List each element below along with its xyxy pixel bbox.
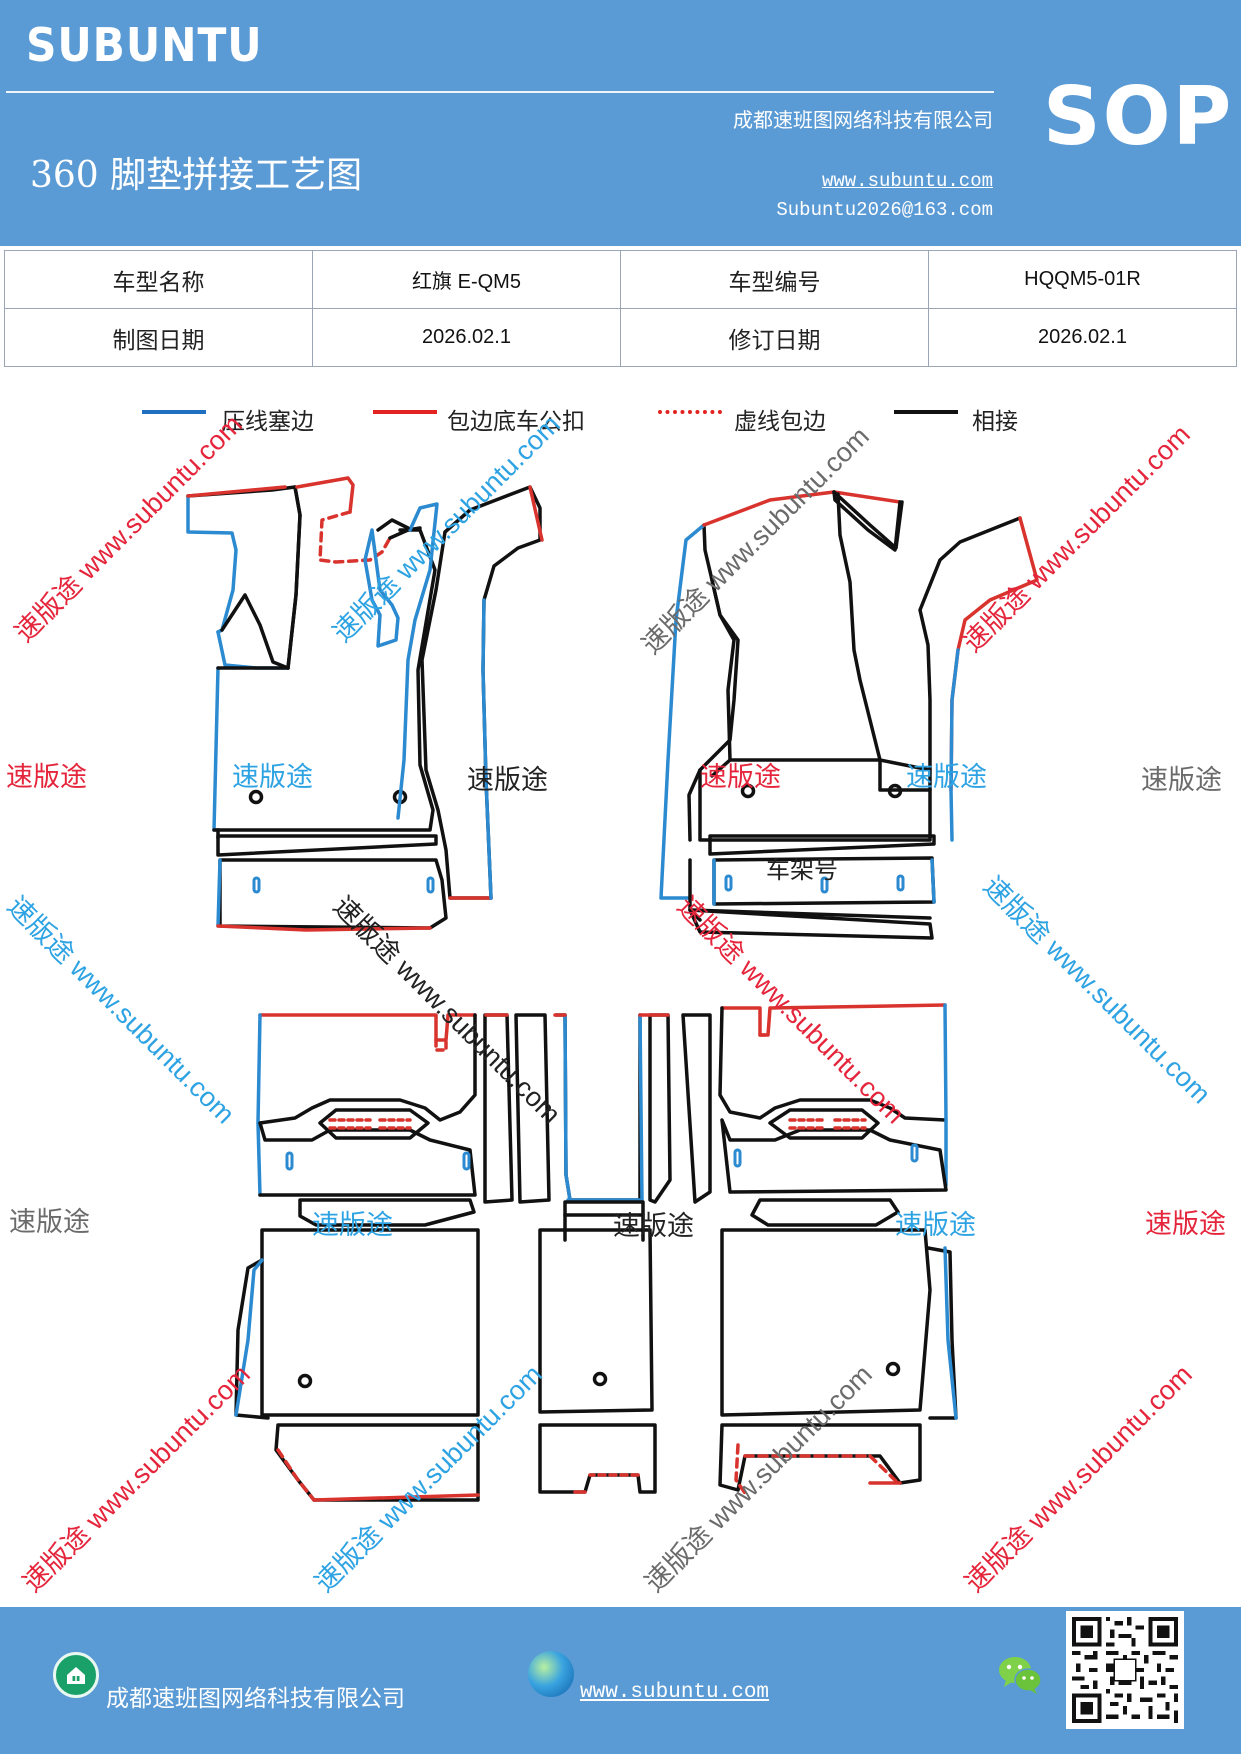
model-code-label: 车型编号 [620, 250, 929, 309]
globe-icon [528, 1651, 574, 1697]
legend-swatch-blue [142, 410, 206, 414]
vehicle-info-table: 车型名称 红旗 E-QM5 车型编号 HQQM5-01R 制图日期 2026.0… [4, 250, 1237, 367]
mat-center-tunnel [483, 1013, 712, 1494]
header-banner: SUBUNTU 成都速班图网络科技有限公司 360 脚垫拼接工艺图 www.su… [0, 0, 1241, 246]
model-name-value: 红旗 E-QM5 [312, 250, 621, 309]
mat-left-door-strip [363, 485, 544, 900]
footer-company-name: 成都速班图网络科技有限公司 [106, 1686, 405, 1712]
header-website-link[interactable]: www.subuntu.com [821, 170, 993, 192]
line-legend: 压线塞边 包边底车公扣 虚线包边 相接 [0, 400, 1241, 440]
footer-website-link[interactable]: www.subuntu.com [580, 1681, 770, 1704]
legend-label: 虚线包边 [734, 409, 826, 435]
draw-date-label: 制图日期 [4, 308, 313, 367]
qr-code[interactable] [1066, 1611, 1184, 1729]
mat-rear-right [718, 1003, 958, 1495]
mat-front-right [659, 490, 1039, 940]
header-company-name: 成都速班图网络科技有限公司 [733, 108, 993, 132]
model-name-label: 车型名称 [4, 250, 313, 309]
header-divider [6, 91, 994, 93]
header-email: Subuntu2026@163.com [776, 199, 993, 221]
mat-front-left [186, 476, 448, 932]
revise-date-value: 2026.02.1 [928, 308, 1237, 367]
draw-date-value: 2026.02.1 [312, 308, 621, 367]
info-row-1: 车型名称 红旗 E-QM5 车型编号 HQQM5-01R [4, 250, 1237, 309]
info-row-2: 制图日期 2026.02.1 修订日期 2026.02.1 [4, 308, 1237, 367]
revise-date-label: 修订日期 [620, 308, 929, 367]
legend-swatch-black [894, 410, 958, 414]
mat-rear-left [234, 1013, 480, 1502]
brand-logo-text: SUBUNTU [26, 18, 263, 72]
model-code-value: HQQM5-01R [928, 250, 1237, 309]
wechat-icon [999, 1657, 1042, 1694]
floor-mat-diagram: 车架号 [186, 476, 1039, 1502]
legend-swatch-red [373, 410, 437, 414]
legend-label: 相接 [972, 409, 1018, 435]
home-icon [53, 1652, 99, 1698]
legend-swatch-red-dashed [658, 410, 722, 414]
page-title: 360 脚垫拼接工艺图 [30, 155, 363, 196]
legend-label: 压线塞边 [222, 409, 314, 435]
frame-number-label: 车架号 [766, 856, 838, 884]
legend-label: 包边底车公扣 [447, 409, 585, 435]
sop-badge: SOP [1043, 70, 1234, 163]
footer-banner: 成都速班图网络科技有限公司 www.subuntu.com [0, 1607, 1241, 1754]
